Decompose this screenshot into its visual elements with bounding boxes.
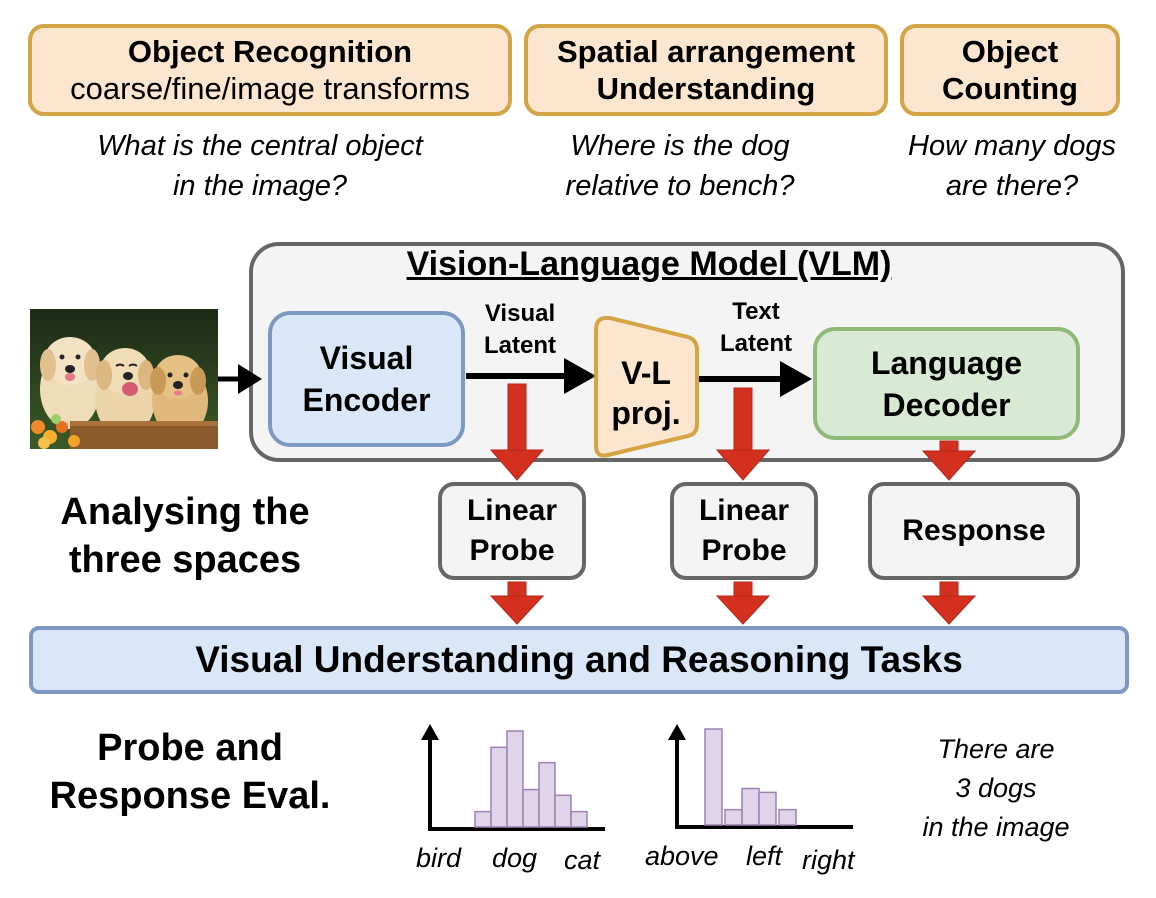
histogram-bar: [758, 791, 777, 826]
response-answer: There are 3 dogs in the image: [896, 730, 1096, 847]
analysing-line: Analysing the: [60, 491, 310, 533]
vl-projector-shape: [594, 316, 699, 458]
task-box-object-recognition: Object Recognition coarse/fine/image tra…: [28, 24, 512, 116]
eval-line: Probe and: [97, 727, 283, 769]
tick-label-bird: bird: [416, 843, 462, 873]
encoder-line: Visual: [319, 340, 414, 376]
arrow-encoder-to-projector: [466, 358, 596, 394]
task-box-counting: Object Counting: [900, 24, 1120, 116]
visual-encoder-box: Visual Encoder: [268, 311, 465, 447]
probe-line: Probe: [701, 534, 787, 567]
question-line: What is the central object: [97, 130, 423, 162]
histogram-bar: [538, 761, 556, 828]
tick-label-dog: dog: [492, 843, 538, 873]
red-arrow-visual-latent-to-probe: [489, 383, 545, 481]
red-arrow-response-to-tasks: [921, 581, 977, 625]
latent-line: Visual: [484, 300, 556, 327]
histogram-spatial: [668, 724, 853, 829]
histogram-bar: [506, 730, 524, 828]
eval-line: Response Eval.: [49, 775, 331, 817]
linear-probe-visual: Linear Probe: [438, 482, 586, 580]
task-subtitle: Counting: [941, 71, 1078, 106]
text-latent-label: Text Latent: [706, 296, 806, 360]
decoder-line: Decoder: [882, 386, 1011, 423]
latent-line: Latent: [720, 330, 792, 357]
tick-label-right: right: [802, 845, 855, 875]
tick-label-left: left: [746, 841, 783, 871]
tick-label-cat: cat: [564, 845, 601, 875]
red-arrow-text-latent-to-probe: [715, 387, 771, 481]
puppy-2: [95, 348, 155, 437]
latent-line: Latent: [484, 332, 556, 359]
input-image-puppies: [30, 309, 218, 449]
question-line: are there?: [945, 170, 1079, 202]
question-line: in the image?: [172, 170, 348, 202]
question-spatial: Where is the dog relative to bench?: [520, 126, 840, 206]
analysing-line: three spaces: [68, 539, 302, 581]
red-arrow-probe1-to-tasks: [489, 581, 545, 625]
task-title: Object Recognition: [127, 33, 413, 69]
histogram-bar: [474, 810, 492, 828]
puppy-1: [40, 337, 100, 429]
arrow-projector-to-decoder: [698, 361, 812, 397]
histogram-bar: [522, 788, 540, 828]
task-title: Spatial arrangement: [556, 33, 856, 69]
vlm-title: Vision-Language Model (VLM): [406, 245, 892, 283]
histogram-bar: [490, 746, 508, 828]
question-counting: How many dogs are there?: [882, 126, 1142, 206]
latent-line: Text: [732, 298, 780, 325]
puppy-3: [150, 355, 208, 437]
histogram-bar: [570, 810, 588, 828]
visual-latent-label: Visual Latent: [470, 298, 570, 362]
histogram-bar: [741, 787, 760, 826]
answer-line: in the image: [922, 812, 1070, 842]
flowers: [31, 414, 80, 449]
question-line: Where is the dog: [570, 130, 790, 162]
task-box-spatial: Spatial arrangement Understanding: [524, 24, 888, 116]
response-box: Response: [868, 482, 1080, 580]
histogram-bar: [704, 728, 723, 826]
task-subtitle: coarse/fine/image transforms: [70, 71, 470, 106]
answer-line: 3 dogs: [955, 773, 1037, 803]
histogram-bar: [724, 808, 743, 826]
response-label: Response: [902, 514, 1046, 547]
red-arrow-probe2-to-tasks: [715, 581, 771, 625]
analysing-label: Analysing the three spaces: [20, 488, 350, 584]
probe-line: Linear: [466, 494, 558, 527]
projector-line1: V-L: [621, 355, 671, 391]
histogram-bar: [778, 808, 797, 826]
probe-line: Probe: [469, 534, 555, 567]
question-line: How many dogs: [908, 130, 1116, 162]
task-title: Object: [961, 33, 1059, 69]
y-axis-arrow: [421, 724, 439, 830]
histogram-object-recognition: [421, 724, 605, 831]
linear-probe-text: Linear Probe: [670, 482, 818, 580]
red-arrow-decoder-to-response: [921, 440, 977, 481]
tick-label-above: above: [645, 841, 719, 871]
language-decoder-box: Language Decoder: [813, 327, 1080, 440]
probe-line: Linear: [698, 494, 790, 527]
projector-line2: proj.: [611, 395, 680, 431]
eval-label: Probe and Response Eval.: [20, 724, 360, 820]
decoder-line: Language: [870, 344, 1023, 381]
question-line: relative to bench?: [565, 170, 795, 202]
tasks-bar: Visual Understanding and Reasoning Tasks: [29, 626, 1129, 694]
y-axis-arrow: [668, 724, 686, 828]
question-recognition: What is the central object in the image?: [40, 126, 480, 206]
answer-line: There are: [937, 734, 1055, 764]
arrow-image-to-encoder: [218, 364, 262, 394]
encoder-line: Encoder: [302, 382, 431, 418]
histogram-bar: [554, 794, 572, 828]
tasks-bar-label: Visual Understanding and Reasoning Tasks: [195, 639, 963, 680]
task-subtitle: Understanding: [596, 71, 816, 106]
